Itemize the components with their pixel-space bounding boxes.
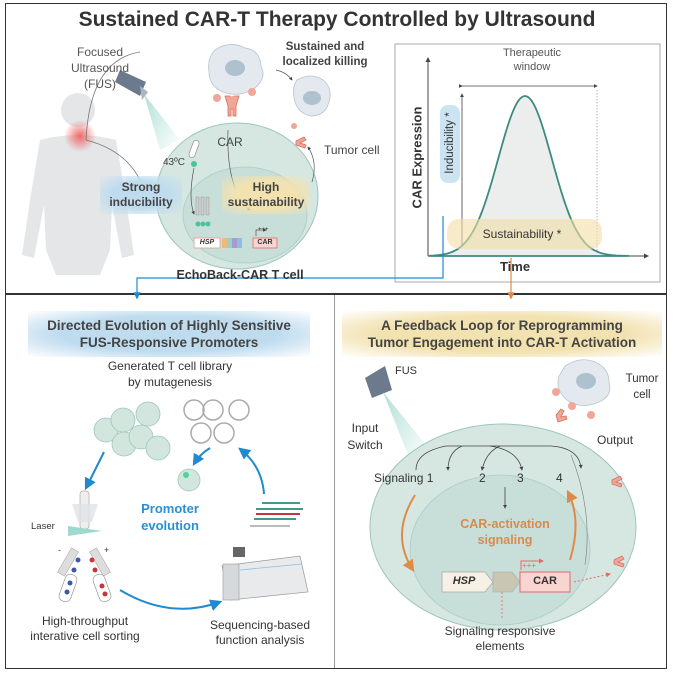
laser-label: Laser — [31, 521, 55, 532]
fus-leader-line — [85, 51, 141, 141]
hsp-car-construct — [193, 228, 278, 249]
signaling-3-label: 3 — [517, 471, 524, 485]
plus-electrode-label: + — [104, 545, 110, 555]
human-silhouette — [22, 93, 134, 275]
signaling-2-label: 2 — [479, 471, 486, 485]
fus-transducer-icon — [365, 366, 430, 460]
tumor-cell-label: Tumor cell — [324, 143, 380, 157]
ultrasound-transducer-icon — [115, 70, 180, 150]
car-receptor-icon-right — [555, 408, 625, 568]
minus-electrode-label: - — [58, 545, 61, 555]
chart-box — [394, 43, 661, 283]
dying-tumor-cell-icon — [291, 75, 331, 129]
sequencing-reads-icon — [250, 502, 303, 527]
tumor-antigen-receptor-icon — [295, 136, 307, 149]
figure-frame — [5, 3, 667, 669]
hsp-label: HSP — [199, 239, 215, 246]
plus-right-label: +++ — [522, 561, 537, 570]
plasmid-library — [183, 399, 250, 444]
section-divider — [5, 293, 667, 295]
activation-arrow-right — [566, 489, 578, 561]
selected-cell — [177, 468, 201, 492]
cell-sorter-icon — [57, 490, 112, 603]
signaling-1-label: Signaling 1 — [374, 471, 434, 485]
inducibility-label: Inducibility * — [444, 112, 456, 174]
t-cell-library — [93, 401, 171, 461]
signaling-4-label: 4 — [556, 471, 563, 485]
sustainability-label: Sustainability * — [482, 227, 562, 241]
sustainability-highlight — [447, 219, 602, 249]
left-title-line2: FUS-Responsive Promoters — [79, 335, 259, 350]
fus-right-label: FUS — [395, 365, 417, 377]
tumor-cell-icon-right — [552, 359, 611, 419]
heat-spot — [64, 120, 96, 152]
panel-divider — [334, 295, 335, 668]
car-right-label: CAR — [533, 575, 557, 587]
right-title-line2: Tumor Engagement into CAR-T Activation — [367, 335, 637, 350]
left-title-line1: Directed Evolution of Highly Sensitive — [47, 318, 291, 333]
temperature-label: 43ºC — [163, 157, 185, 168]
right-title-line1: A Feedback Loop for Reprogramming — [381, 318, 623, 333]
output-label: Output — [597, 433, 634, 447]
x-axis-label: Time — [499, 259, 531, 274]
activation-arrow-left — [401, 494, 416, 573]
thermometer-icon — [188, 139, 200, 159]
hsp-car-construct-right — [441, 558, 611, 620]
hsf-trimer-icon — [195, 196, 211, 227]
echoback-cell-label: EchoBack-CAR T cell — [176, 268, 304, 282]
figure-title: Sustained CAR-T Therapy Controlled by Ul… — [78, 8, 596, 31]
car-box-label: CAR — [257, 239, 273, 246]
hsp-right-label: HSP — [452, 575, 476, 587]
plus-signs: +++ — [258, 227, 269, 233]
sequencer-icon — [221, 547, 309, 601]
inducibility-connector — [133, 216, 444, 300]
y-axis-label: CAR Expression — [409, 106, 425, 209]
tumor-cell-icon — [208, 44, 264, 104]
inducibility-highlight — [440, 105, 460, 183]
car-label: CAR — [217, 135, 243, 149]
